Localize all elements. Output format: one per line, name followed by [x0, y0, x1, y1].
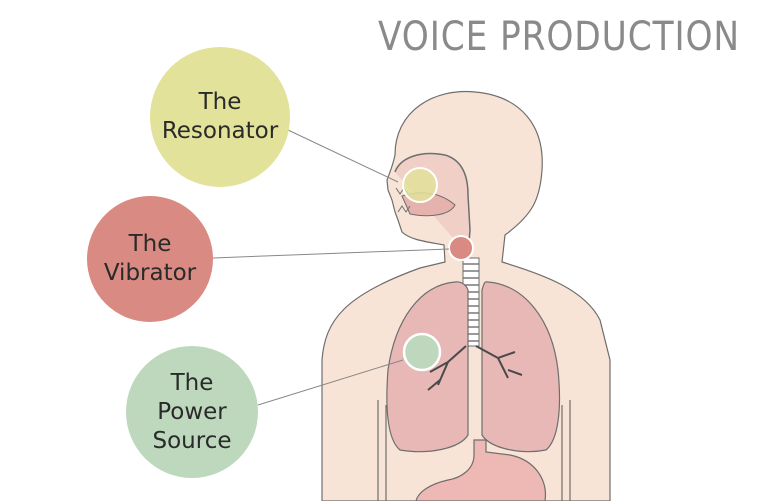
resonator-label-line2: Resonator — [161, 118, 279, 144]
resonator-marker — [402, 167, 438, 203]
vibrator-marker — [448, 235, 474, 261]
vibrator-label-line1: The — [128, 231, 172, 257]
power-source-label-line1: The — [170, 369, 214, 396]
bronchi — [427, 345, 523, 391]
resonator-bubble: The Resonator — [150, 47, 290, 187]
vibrator-bubble: The Vibrator — [87, 196, 213, 322]
resonator-label-line1: The — [198, 89, 242, 115]
power-source-marker — [402, 332, 442, 372]
power-source-label-line2: Power — [157, 398, 227, 425]
power-source-bubble: The Power Source — [126, 346, 258, 478]
vibrator-leader — [212, 248, 450, 259]
stomach — [415, 439, 547, 501]
page-title: VOICE PRODUCTION — [378, 14, 740, 60]
resonator-leader — [287, 129, 399, 183]
power-source-leader — [257, 359, 404, 406]
vibrator-label-line2: Vibrator — [103, 260, 197, 286]
power-source-label-line3: Source — [152, 427, 232, 454]
right-lung — [481, 281, 561, 453]
